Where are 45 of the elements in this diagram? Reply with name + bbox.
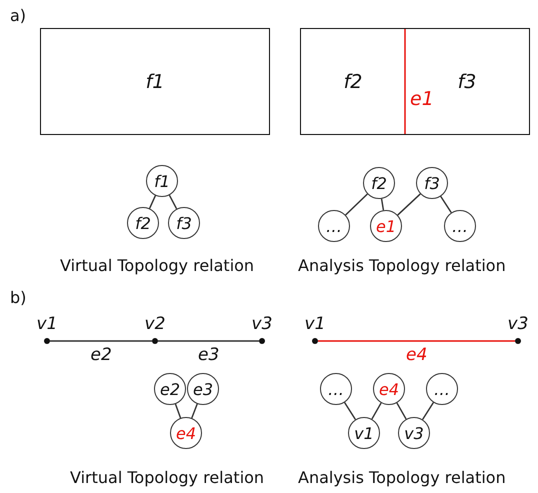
vertex-point: v2 (139, 315, 171, 345)
vertex-point: v1 (299, 315, 331, 345)
tree-node-circle: … (444, 210, 476, 242)
tree-node-circle: e4 (170, 417, 202, 449)
tree-node-circle: f2 (127, 207, 159, 239)
tree-node-circle: e3 (187, 373, 219, 405)
caption: Analysis Topology relation (298, 256, 506, 275)
caption: Virtual Topology relation (70, 468, 264, 487)
connector-line (422, 402, 434, 420)
tree-node-circle: e2 (154, 373, 186, 405)
connector-line (191, 404, 198, 418)
vertex-point: v1 (31, 315, 63, 345)
tree-node-circle: e4 (373, 373, 405, 405)
caption: Virtual Topology relation (60, 256, 254, 275)
connector-line (168, 194, 178, 210)
tree-node-circle: v3 (398, 417, 430, 449)
tree-node-circle: f1 (146, 165, 178, 197)
connector-line (174, 404, 182, 418)
connector-line (344, 402, 356, 420)
tree-node-circle: v1 (348, 417, 380, 449)
connector-line (318, 340, 515, 342)
connector-line (158, 340, 259, 342)
connector-line (397, 193, 421, 216)
connector-line (148, 195, 156, 209)
tree-node-circle: f3 (416, 167, 448, 199)
tree-node-circle: f2 (363, 167, 395, 199)
vertex-point: v3 (502, 315, 534, 345)
tree-node-circle: f3 (168, 207, 200, 239)
connector-line (396, 402, 407, 420)
connector-line (440, 196, 452, 213)
tree-node-circle: … (318, 210, 350, 242)
connector-line (345, 194, 368, 216)
vertex-point: v3 (246, 315, 278, 345)
panel-label: b) (10, 288, 26, 307)
face-region: f1 (40, 28, 270, 135)
caption: Analysis Topology relation (298, 468, 506, 487)
connector-line (50, 340, 152, 342)
panel-label: a) (10, 6, 26, 25)
tree-node-circle: … (426, 373, 458, 405)
edge-name: e1 (410, 88, 434, 110)
tree-node-circle: e1 (370, 210, 402, 242)
face-region: f2 (300, 28, 405, 135)
connector-line (371, 402, 382, 420)
tree-node-circle: … (320, 373, 352, 405)
connector-line (380, 198, 384, 210)
